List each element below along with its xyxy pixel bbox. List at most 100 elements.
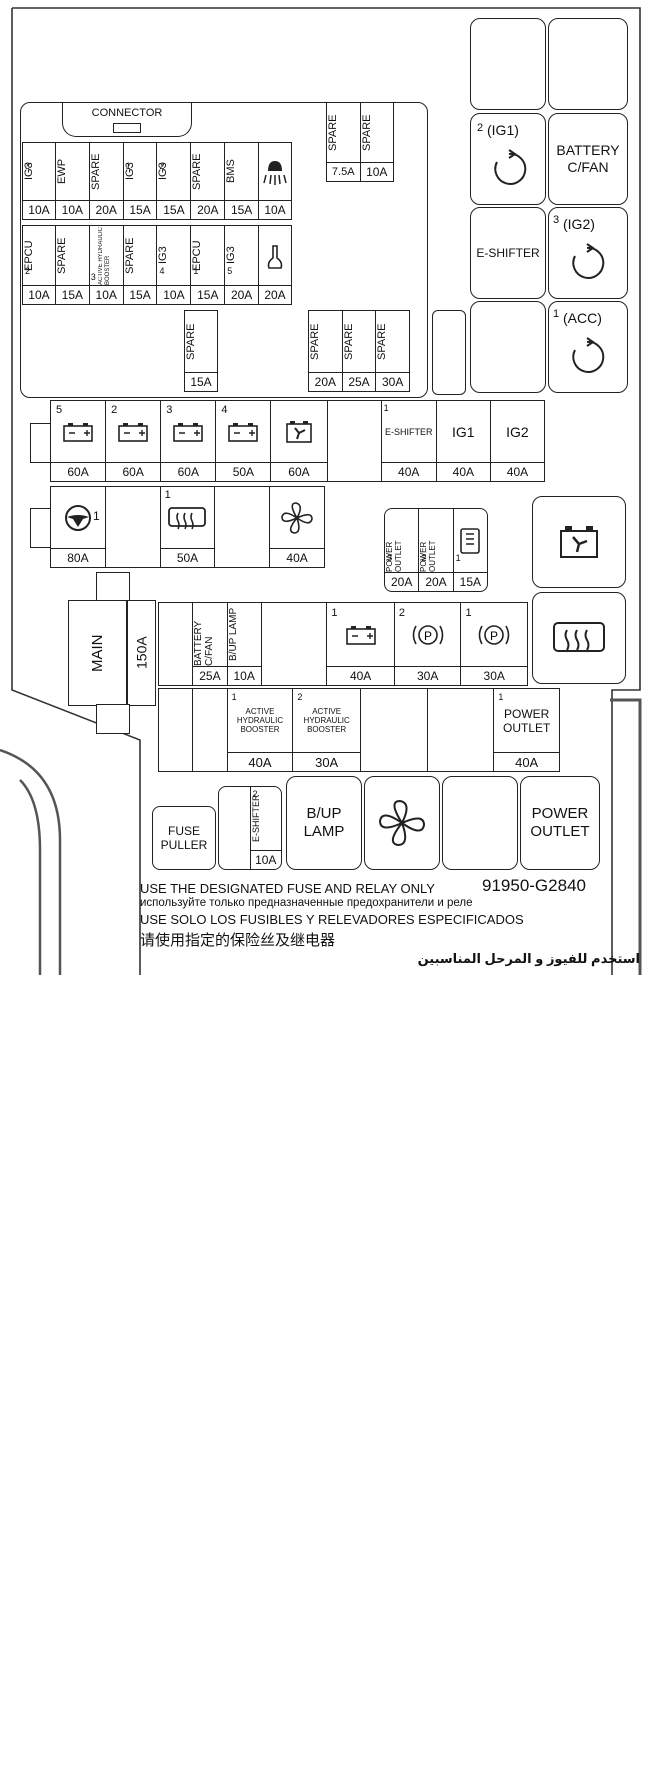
relay-acc[interactable]: 1 (ACC) xyxy=(548,301,628,393)
fuse-amp: 20A xyxy=(89,200,123,219)
relay-ig2[interactable]: 3 (IG2) xyxy=(548,207,628,299)
fuse-amp: 25A xyxy=(342,372,376,391)
rotate-cw-icon xyxy=(494,149,527,185)
notice-en: USE THE DESIGNATED FUSE AND RELAY ONLY xyxy=(140,881,435,896)
mini-fuse[interactable]: 10A xyxy=(259,143,291,219)
relay-label: (IG2) xyxy=(563,216,595,232)
main-fuse[interactable]: MAIN 150A xyxy=(68,600,156,706)
battery-fan-icon xyxy=(286,420,312,443)
notice-es: USE SOLO LOS FUSIBLES Y RELEVADORES ESPE… xyxy=(140,912,524,927)
fuse-amp: 10A xyxy=(55,200,89,219)
fuse-amp: 40A xyxy=(227,752,293,771)
rotate-cw-icon xyxy=(572,337,605,373)
connector-label: CONNECTOR xyxy=(91,107,163,119)
relay-fan[interactable] xyxy=(364,776,440,870)
fuse-amp: 10A xyxy=(157,285,191,304)
rear-defrost-icon xyxy=(553,622,605,652)
fuse-label: ACTIVE HYDRAULIC BOOSTER xyxy=(303,707,350,734)
fuse-amp: 10A xyxy=(227,666,261,685)
relay-power-outlet[interactable]: POWER OUTLET xyxy=(520,776,600,870)
fuse-label: SPARE xyxy=(185,323,197,360)
fuse-amp: 40A xyxy=(381,462,436,481)
relay-ig1[interactable]: 2 (IG1) xyxy=(470,113,546,205)
fuse-amp: 15A xyxy=(55,285,89,304)
fuse-label: SPARE xyxy=(309,323,321,360)
fuse-amp: 20A xyxy=(225,285,259,304)
rear-defrost-icon xyxy=(460,527,481,554)
mini-fuse[interactable]: 20A xyxy=(259,226,291,304)
fuse-amp: 30A xyxy=(461,666,527,685)
part-number: 91950-G2840 xyxy=(482,876,586,895)
fuse-amp: 7.5A xyxy=(327,162,360,181)
fuse-amp: 10A xyxy=(360,162,393,181)
fuse-amp: 50A xyxy=(216,462,271,481)
fuse-amp: 20A xyxy=(385,572,419,591)
fan-icon xyxy=(281,501,313,534)
relay-battery-fan-icon[interactable] xyxy=(532,496,626,588)
fuse-label: IG2 xyxy=(506,423,529,440)
housing-outline xyxy=(0,7,642,975)
fuse-amp: 10A xyxy=(23,200,55,219)
fuse-amp: 10A xyxy=(250,850,281,869)
relay-bup-lamp[interactable]: B/UP LAMP xyxy=(286,776,362,870)
relay-label: (IG1) xyxy=(487,122,519,138)
fuse-puller[interactable]: FUSE PULLER xyxy=(152,806,216,870)
relay-battery-fan[interactable]: BATTERY C/FAN xyxy=(548,113,628,205)
fuse-label: SPARE xyxy=(191,153,204,190)
relay-empty xyxy=(470,18,546,110)
fuse[interactable]: 40A xyxy=(270,487,324,567)
connector-pin xyxy=(113,123,141,133)
fuse[interactable]: 60A xyxy=(271,401,328,481)
fuse-amp: 10A xyxy=(23,285,55,304)
relay-e-shifter[interactable]: E-SHIFTER xyxy=(470,207,546,299)
fuse-amp: 20A xyxy=(259,285,291,304)
fuse-amp: 40A xyxy=(327,666,394,685)
svg-text:P: P xyxy=(490,629,498,643)
relay-rear-defrost[interactable] xyxy=(532,592,626,684)
